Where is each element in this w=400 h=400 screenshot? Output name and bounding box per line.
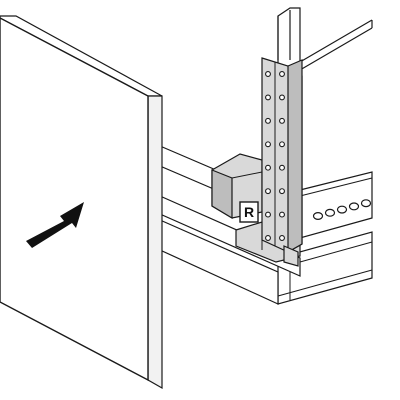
bracket-hole [279,141,285,148]
arrow-right-icon [26,202,84,248]
runner-slot [360,199,372,208]
runner-slot [348,202,360,211]
runner-slot-row [312,199,372,221]
bracket-hole [279,235,285,241]
side-marker-badge: R [239,201,259,223]
runner-slot [312,212,324,221]
bracket-hole [279,117,285,124]
drawer-runner [299,171,373,239]
bracket-hole [265,211,271,218]
bracket-hole [265,164,271,171]
runner-slot [324,208,336,217]
bracket-hole [279,211,285,218]
bracket-hole [265,94,271,101]
bracket-hole [279,188,285,195]
side-marker-label: R [244,204,254,220]
bracket-hole [265,188,271,195]
bracket-hole [279,94,285,101]
bracket-hole [279,164,285,171]
bracket-hole [279,71,285,77]
front-mounting-bracket [261,57,303,267]
bracket-hole [265,71,271,77]
drawer-front-panel [0,15,163,390]
bracket-hole [265,141,271,148]
bracket-hole [265,235,271,241]
runner-slot [336,205,348,214]
bracket-screw-holes [265,71,285,241]
bracket-hole [265,117,271,124]
